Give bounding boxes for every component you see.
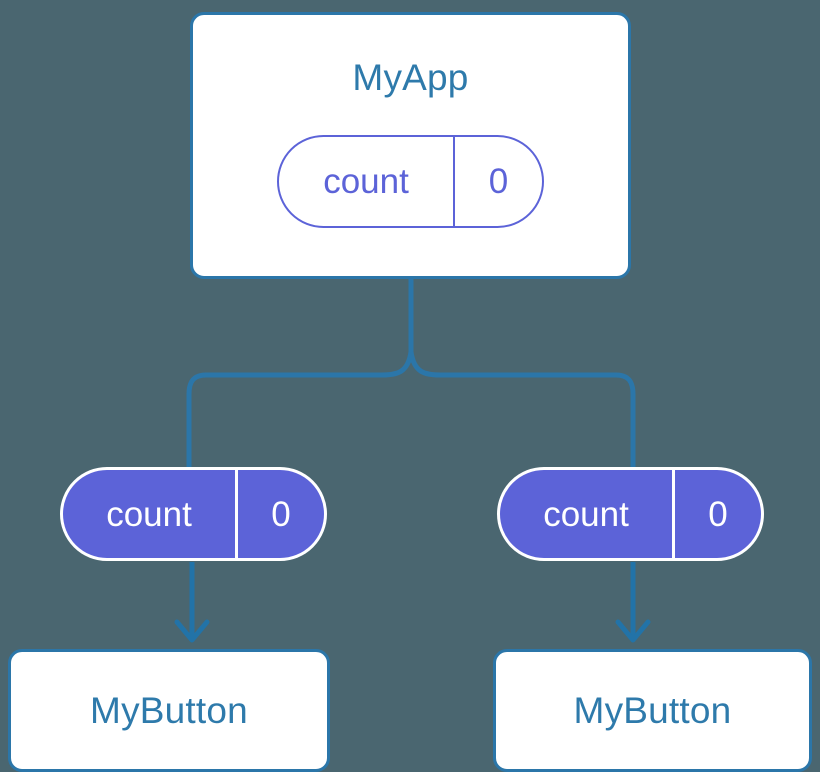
state-pill-value: 0 [708,494,728,534]
component-title-mybutton: MyButton [573,690,732,731]
component-card-mybutton-left[interactable]: MyButton [8,649,330,772]
connector-arrow-left-head [174,619,210,643]
state-pill-key: count [500,470,675,558]
state-pill-value: 0 [271,494,291,534]
component-card-mybutton-right[interactable]: MyButton [493,649,812,772]
connector-branch-left [186,351,414,467]
state-pill-key: count [279,137,455,226]
state-pill-value: 0 [488,162,509,201]
connector-branch-right [408,351,636,467]
component-title-myapp: MyApp [352,57,469,98]
component-title-mybutton: MyButton [90,690,248,731]
state-pill-child-right[interactable]: count 0 [497,467,764,561]
connector-arrow-right-head [615,619,651,643]
state-pill-key: count [63,470,238,558]
state-pill-root[interactable]: count 0 [277,135,544,228]
state-pill-child-left[interactable]: count 0 [60,467,327,561]
